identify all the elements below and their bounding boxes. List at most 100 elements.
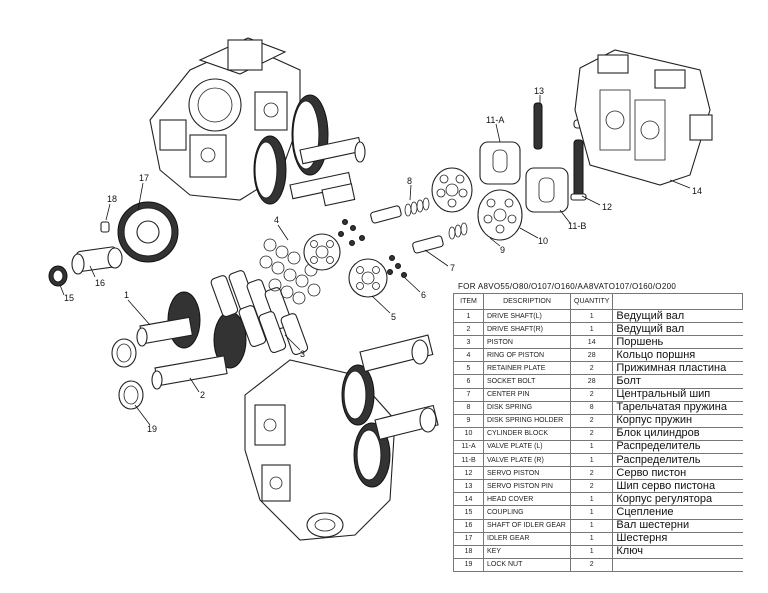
item-cell: 7 xyxy=(453,387,484,402)
russian-label-cell: Поршень xyxy=(612,335,743,350)
callout-5: 5 xyxy=(391,312,396,322)
callout-11-b: 11-B xyxy=(568,221,586,231)
item-cell: 19 xyxy=(453,557,484,572)
item-cell: 5 xyxy=(453,361,484,376)
shaft-of-idler-gear xyxy=(71,246,123,275)
pump-housing-top xyxy=(149,37,301,201)
callout-4: 4 xyxy=(274,215,279,225)
item-cell: 18 xyxy=(453,544,484,559)
quantity-cell: 2 xyxy=(569,413,614,428)
header-description: DESCRIPTION xyxy=(483,293,571,310)
russian-label-cell: Распределитель xyxy=(612,439,743,455)
callout-1: 1 xyxy=(124,290,129,300)
description-cell: SHAFT OF IDLER GEAR xyxy=(483,518,571,533)
callout-labels: 17 18 16 15 1 2 19 4 3 5 6 7 8 9 10 11-A… xyxy=(64,86,702,434)
description-cell: DRIVE SHAFT(L) xyxy=(483,308,571,324)
quantity-cell: 28 xyxy=(569,374,614,389)
item-cell: 17 xyxy=(453,531,484,546)
russian-label-cell: Шип серво пистона xyxy=(612,479,743,494)
item-cell: 11-B xyxy=(453,453,484,468)
callout-11-a: 11-A xyxy=(486,115,504,125)
valve-plate-left xyxy=(479,141,521,185)
description-cell: CYLINDER BLOCK xyxy=(483,426,571,441)
item-cell: 6 xyxy=(453,374,484,389)
housing-gear-pair xyxy=(253,94,366,207)
item-cell: 9 xyxy=(453,413,484,428)
quantity-cell: 1 xyxy=(569,322,614,337)
header-quantity: QUANTITY xyxy=(569,293,614,310)
description-cell: HEAD COVER xyxy=(483,492,571,507)
description-cell: IDLER GEAR xyxy=(483,531,571,546)
description-cell: CENTER PIN xyxy=(483,387,571,402)
description-cell: VALVE PLATE (R) xyxy=(483,453,571,468)
retainer-plate-set xyxy=(303,233,388,298)
item-cell: 13 xyxy=(453,479,484,494)
russian-label-cell: Кольцо поршня xyxy=(612,348,743,363)
cylinder-block-lower xyxy=(477,189,523,241)
callout-13: 13 xyxy=(534,86,544,96)
header-item: ITEM xyxy=(453,293,484,310)
disk-spring-upper xyxy=(404,197,430,217)
russian-label-cell: Ведущий вал xyxy=(612,308,743,324)
quantity-cell: 1 xyxy=(569,308,614,324)
callout-12: 12 xyxy=(602,202,612,212)
description-cell: DISK SPRING HOLDER xyxy=(483,413,571,428)
description-cell: SOCKET BOLT xyxy=(483,374,571,389)
key xyxy=(100,221,110,233)
russian-label-cell: Прижимная пластина xyxy=(612,361,743,376)
description-cell: SERVO PISTON PIN xyxy=(483,479,571,494)
disk-spring-lower xyxy=(448,222,468,240)
russian-label-cell: Серво пистон xyxy=(612,466,743,481)
russian-label-cell xyxy=(612,557,743,572)
quantity-cell: 1 xyxy=(569,518,614,533)
callout-6: 6 xyxy=(421,290,426,300)
table-header-row: ITEM DESCRIPTION QUANTITY xyxy=(453,293,744,310)
quantity-cell: 28 xyxy=(569,348,614,363)
russian-label-cell: Центральный шип xyxy=(612,387,743,402)
russian-label-cell: Блок цилиндров xyxy=(612,426,743,441)
russian-label-cell: Ведущий вал xyxy=(612,322,743,337)
russian-label-cell: Болт xyxy=(612,374,743,389)
item-cell: 16 xyxy=(453,518,484,533)
lower-gear-shafts xyxy=(341,334,439,488)
item-cell: 1 xyxy=(453,308,484,324)
item-cell: 12 xyxy=(453,466,484,481)
callout-14: 14 xyxy=(692,186,702,196)
idler-gear xyxy=(117,201,179,263)
description-cell: KEY xyxy=(483,544,571,559)
piston-set xyxy=(210,270,309,356)
description-cell: LOCK NUT xyxy=(483,557,571,572)
item-cell: 4 xyxy=(453,348,484,363)
table-caption: FOR A8VO55/O80/O107/O160/AA8VATO107/O160… xyxy=(458,282,677,291)
russian-label-cell: Корпус пружин xyxy=(612,413,743,428)
quantity-cell: 2 xyxy=(569,387,614,402)
description-cell: RETAINER PLATE xyxy=(483,361,571,376)
header-russian xyxy=(612,293,744,310)
callout-15: 15 xyxy=(64,293,74,303)
leader-lines xyxy=(59,95,691,426)
quantity-cell: 2 xyxy=(569,479,614,494)
drive-shaft-right xyxy=(151,311,247,390)
callout-16: 16 xyxy=(95,278,105,288)
callout-17: 17 xyxy=(139,173,149,183)
socket-bolt-set xyxy=(338,219,407,278)
description-cell: PISTON xyxy=(483,335,571,350)
item-cell: 15 xyxy=(453,505,484,520)
description-cell: VALVE PLATE (L) xyxy=(483,439,571,455)
